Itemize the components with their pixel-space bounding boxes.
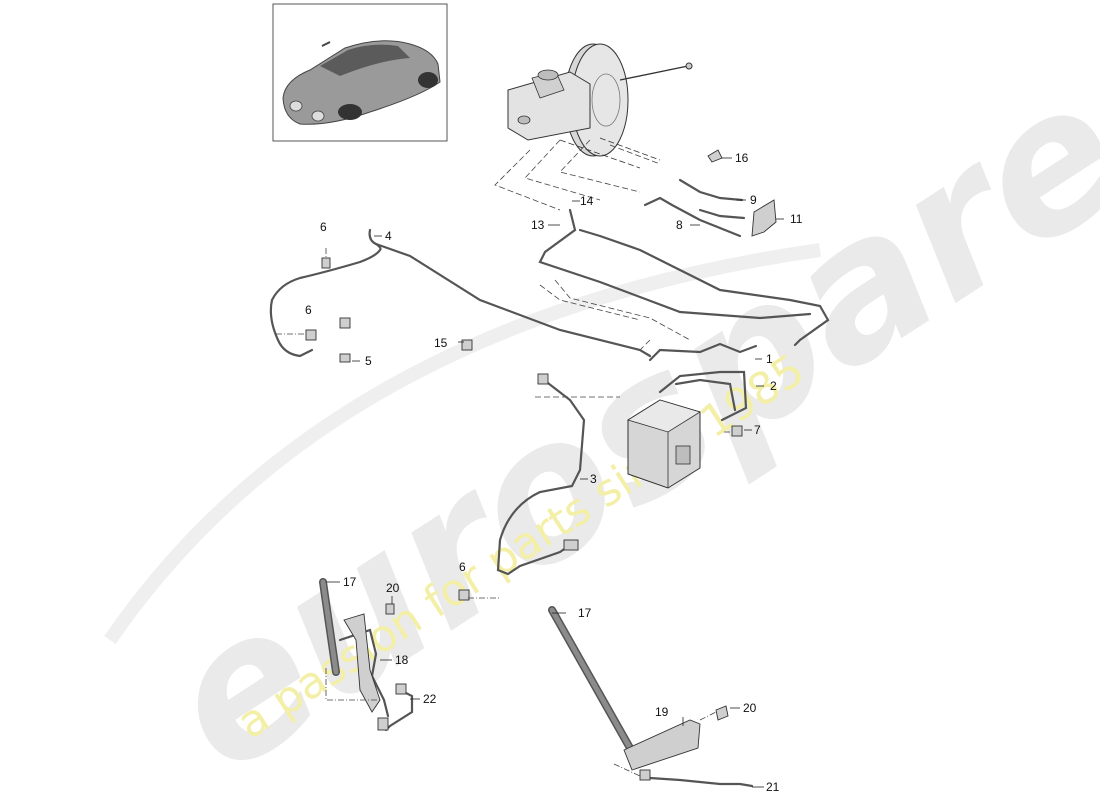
- fitting-22-end: [377, 717, 389, 731]
- callout-6-low[interactable]: 6: [459, 560, 466, 574]
- callout-11[interactable]: 11: [790, 212, 803, 226]
- callout-7[interactable]: 7: [754, 423, 761, 437]
- bolt-20-right: [715, 705, 729, 721]
- callout-20-left[interactable]: 20: [386, 581, 400, 595]
- callout-22[interactable]: 22: [423, 692, 437, 706]
- fitting-3-top: [537, 373, 549, 385]
- clip-6-top: [321, 257, 331, 269]
- callout-6-mid[interactable]: 6: [305, 303, 312, 317]
- bracket-19: [623, 719, 701, 771]
- callout-13[interactable]: 13: [531, 218, 545, 232]
- small-parts: [305, 149, 777, 781]
- callout-6-top[interactable]: 6: [320, 220, 327, 234]
- callout-4[interactable]: 4: [385, 229, 392, 243]
- car-icon: [282, 40, 441, 125]
- leader-lines: [326, 157, 784, 788]
- callout-15[interactable]: 15: [434, 336, 448, 350]
- clip-5: [339, 353, 351, 363]
- clip-6-low: [458, 589, 470, 601]
- callout-19[interactable]: 19: [655, 705, 669, 719]
- fitting-3: [563, 539, 579, 551]
- bracket-11: [751, 199, 777, 237]
- clip-guides: [276, 248, 732, 777]
- brake-hoses: [319, 578, 634, 752]
- fitting-21: [639, 769, 651, 781]
- master-cylinder: [507, 69, 661, 169]
- callout-20-right[interactable]: 20: [743, 701, 757, 715]
- vehicle-thumbnail: [272, 3, 448, 142]
- bracket-18: [343, 613, 381, 713]
- callout-1[interactable]: 1: [766, 352, 773, 366]
- callout-8[interactable]: 8: [676, 218, 683, 232]
- fitting-22: [395, 683, 407, 695]
- callout-21[interactable]: 21: [766, 780, 780, 794]
- callout-3[interactable]: 3: [590, 472, 597, 486]
- callout-5[interactable]: 5: [365, 354, 372, 368]
- brake-lines: [269, 178, 830, 788]
- callout-2[interactable]: 2: [770, 379, 777, 393]
- clip-6-mid: [305, 329, 317, 341]
- callout-14[interactable]: 14: [580, 194, 594, 208]
- dashed-guides: [494, 139, 691, 398]
- callout-9[interactable]: 9: [750, 193, 757, 207]
- clip-15: [461, 339, 473, 351]
- connector-left: [339, 317, 351, 329]
- callout-17-right[interactable]: 17: [578, 606, 592, 620]
- abs-unit: [627, 399, 701, 489]
- callout-16[interactable]: 16: [735, 151, 749, 165]
- clip-16: [707, 149, 723, 163]
- callout-17-left[interactable]: 17: [343, 575, 357, 589]
- callout-18[interactable]: 18: [395, 653, 409, 667]
- bolt-20-left: [385, 603, 395, 615]
- clip-7: [731, 425, 743, 437]
